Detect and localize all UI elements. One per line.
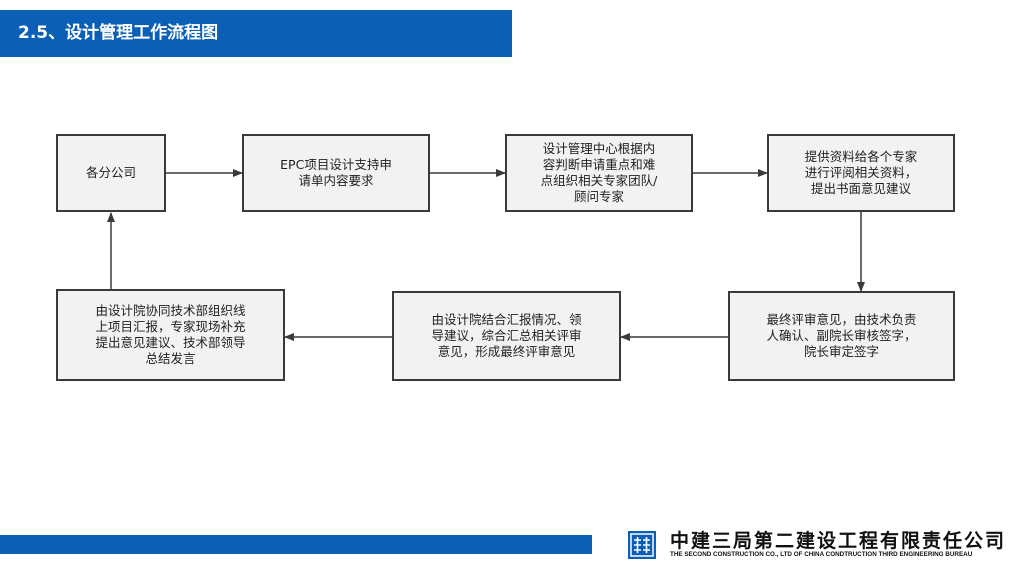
- title-banner: 2.5、设计管理工作流程图: [0, 10, 512, 57]
- company-name-en: THE SECOND CONSTRUCTION CO., LTD OF CHIN…: [670, 551, 973, 558]
- node-design-center-assess: 设计管理中心根据内 容判断申请重点和难 点组织相关专家团队/ 顾问专家: [505, 134, 693, 212]
- company-name-cn: 中建三局第二建设工程有限责任公司: [670, 530, 1007, 552]
- node-epc-support-request: EPC项目设计支持申 请单内容要求: [242, 134, 430, 212]
- node-online-report: 由设计院协同技术部组织线 上项目汇报，专家现场补充 提出意见建议、技术部领导 总…: [56, 289, 285, 381]
- node-expert-review: 提供资料给各个专家 进行评阅相关资料， 提出书面意见建议: [767, 134, 955, 212]
- node-consolidate-opinions: 由设计院结合汇报情况、领 导建议，综合汇总相关评审 意见，形成最终评审意见: [392, 291, 621, 381]
- footer-bar: [0, 535, 592, 554]
- page-title: 2.5、设计管理工作流程图: [18, 23, 219, 43]
- cscec-logo-icon: [628, 531, 656, 559]
- node-final-approval: 最终评审意见，由技术负责 人确认、副院长审核签字， 院长审定签字: [728, 291, 955, 381]
- node-branch-companies: 各分公司: [56, 134, 166, 212]
